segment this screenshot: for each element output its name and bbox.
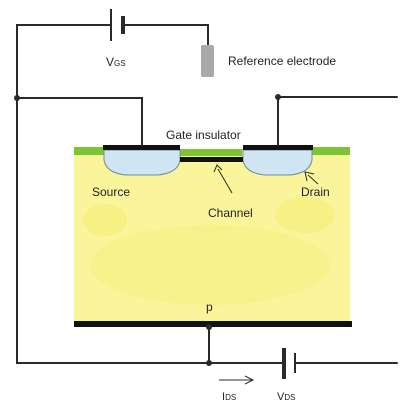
green-surface-layer-center <box>180 149 242 156</box>
vgs-label: VGS <box>106 55 126 69</box>
channel-arrow-line <box>217 168 233 194</box>
drain-contact <box>243 145 313 150</box>
reference-electrode-label: Reference electrode <box>228 54 336 68</box>
drain-well <box>242 149 313 176</box>
source-label: Source <box>92 185 130 199</box>
substrate-body <box>74 149 350 323</box>
vds-label-main: V <box>277 391 285 403</box>
drain-label: Drain <box>301 185 330 199</box>
substrate-contact <box>74 321 352 327</box>
substrate-p-label: p <box>206 300 213 314</box>
ids-label: IDS <box>222 391 236 403</box>
ids-arrow-head <box>244 375 255 385</box>
source-well <box>103 149 181 176</box>
green-surface-layer-right <box>312 147 350 155</box>
vgs-label-main: V <box>106 55 114 69</box>
channel-arrow-head <box>213 164 223 173</box>
substrate-mottle <box>275 197 335 233</box>
ids-label-sub: DS <box>225 393 236 402</box>
green-surface-layer-left <box>74 147 104 155</box>
reference-electrode <box>201 45 214 77</box>
junction-dot-drain <box>275 94 281 100</box>
junction-dot-left <box>14 95 20 101</box>
vgs-label-sub: GS <box>114 59 126 68</box>
junction-dot-substrate <box>206 324 212 330</box>
junction-dot-bottom <box>206 360 212 366</box>
drain-arrow-head <box>304 171 315 182</box>
gate-insulator-label: Gate insulator <box>166 128 241 142</box>
vgs-wire-left <box>16 24 111 99</box>
wires <box>16 24 398 364</box>
vgs-wire-right <box>124 24 209 46</box>
vds-label-sub: DS <box>284 393 295 402</box>
ids-label-main: I <box>222 391 225 403</box>
source-contact <box>103 145 180 150</box>
substrate-mottle <box>83 204 127 236</box>
drain-arrow-line <box>307 174 319 185</box>
vds-label: VDS <box>277 391 295 403</box>
ds-wire-left <box>16 97 284 364</box>
substrate-mottle <box>90 225 330 305</box>
drain-wire <box>277 96 398 146</box>
channel-label: Channel <box>208 206 253 220</box>
source-wire <box>16 97 143 146</box>
channel-insulator <box>180 157 243 162</box>
